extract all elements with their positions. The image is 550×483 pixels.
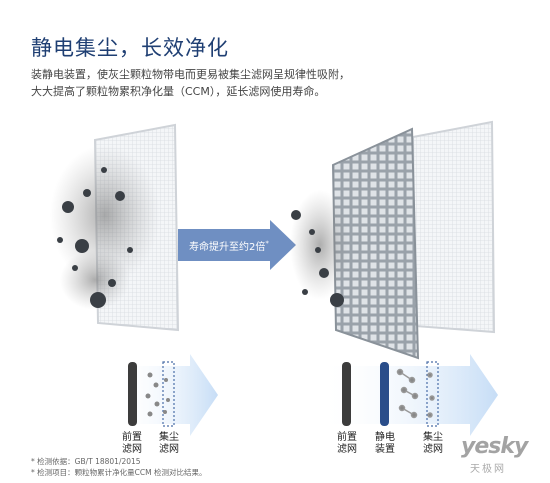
label-dust-filter-right: 集尘滤网 bbox=[423, 432, 443, 455]
page-title: 静电集尘，长效净化 bbox=[31, 36, 229, 60]
footnote-test-item: * 检测项目：颗粒物累计净化量CCM 检测对比结果。 bbox=[31, 468, 207, 477]
left-filter bbox=[50, 123, 180, 332]
right-airflow-diagram bbox=[318, 354, 498, 436]
watermark-logo: yesky bbox=[461, 434, 528, 459]
footnote-standard: * 检测依据：GB/T 18801/2015 bbox=[31, 457, 141, 466]
label-pre-filter-left: 前置滤网 bbox=[122, 432, 142, 455]
dust-particles-left bbox=[57, 167, 133, 308]
label-electrostatic-device: 静电装置 bbox=[375, 432, 395, 455]
label-pre-filter-right: 前置滤网 bbox=[337, 432, 357, 455]
description-line-2: 大大提高了颗粒物累积净化量（CCM），延长滤网使用寿命。 bbox=[31, 85, 326, 98]
lifespan-arrow-label: 寿命提升至约2倍* bbox=[189, 239, 269, 253]
lifespan-arrow bbox=[178, 220, 296, 270]
description-line-1: 装静电装置，使灰尘颗粒物带电而更易被集尘滤网呈规律性吸附， bbox=[31, 68, 350, 81]
left-airflow-diagram bbox=[115, 354, 218, 436]
right-filter bbox=[411, 120, 496, 334]
label-dust-filter-left: 集尘滤网 bbox=[159, 432, 179, 455]
watermark-cn: 天极网 bbox=[470, 464, 506, 475]
dust-particles-right bbox=[291, 210, 344, 307]
electrostatic-grid bbox=[290, 127, 420, 360]
